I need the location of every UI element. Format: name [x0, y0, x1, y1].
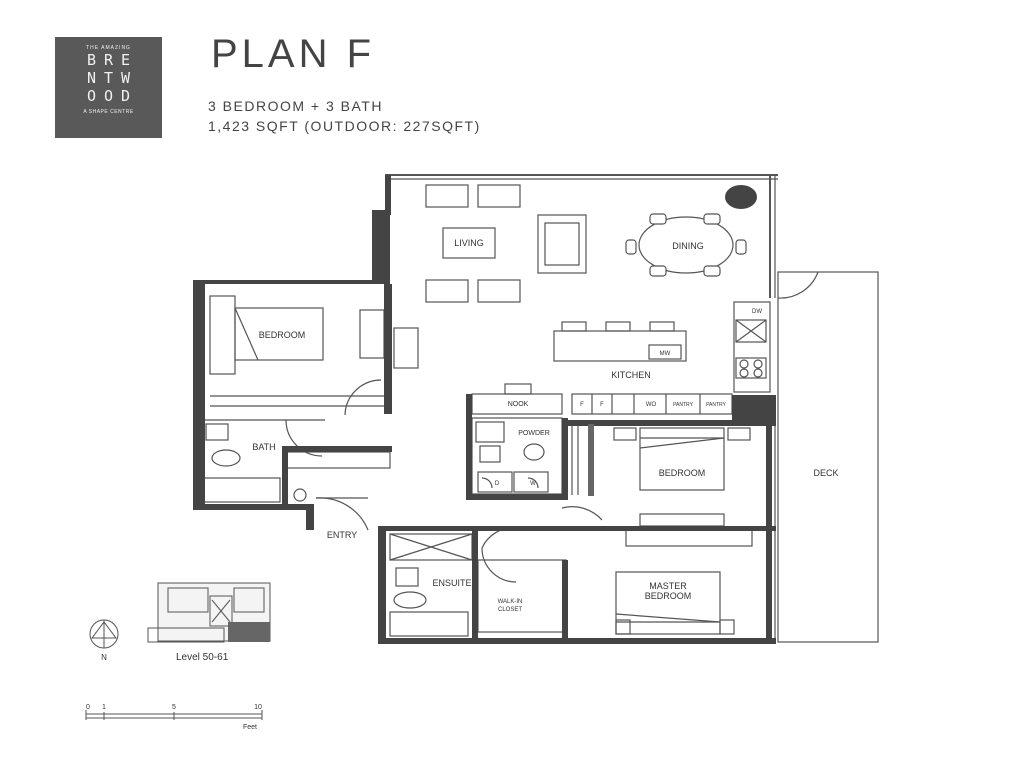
scale-tick: 10: [254, 704, 262, 711]
brand-logo: THE AMAZING BRE NTW OOD A SHAPE CENTRE: [55, 37, 162, 138]
room-label-walkin-closet: CLOSET: [498, 607, 522, 613]
appliance-label-pantry: PANTRY: [706, 402, 726, 408]
logo-subline: A SHAPE CENTRE: [83, 109, 134, 115]
north-label: N: [101, 653, 107, 662]
bed-bath-count: 3 BEDROOM + 3 BATH: [208, 98, 383, 114]
room-label-deck: DECK: [813, 468, 838, 478]
room-label-master-bedroom: MASTER: [649, 581, 687, 591]
appliance-label-washer: W: [530, 481, 536, 487]
appliance-label-dryer: D: [495, 481, 500, 487]
appliance-label-wall-oven: WO: [646, 402, 657, 408]
scale-tick: 5: [172, 704, 176, 711]
room-label-bedroom-east: BEDROOM: [659, 468, 706, 478]
room-label-powder: POWDER: [518, 430, 550, 437]
appliance-label-dishwasher: DW: [752, 309, 762, 315]
room-label-dining: DINING: [672, 241, 704, 251]
logo-tagline: THE AMAZING: [86, 45, 131, 51]
north-arrow-icon: [89, 619, 119, 649]
room-label-kitchen: KITCHEN: [611, 370, 651, 380]
appliance-label-microwave: MW: [660, 351, 671, 357]
room-label-walkin-closet: WALK-IN: [498, 599, 523, 605]
room-label-living: LIVING: [454, 238, 484, 248]
appliance-label-pantry: PANTRY: [673, 402, 693, 408]
appliance-label-fridge: F: [580, 402, 584, 408]
square-footage: 1,423 SQFT (OUTDOOR: 227SQFT): [208, 118, 481, 134]
logo-word-line: NTW: [86, 69, 139, 87]
room-label-nook: NOOK: [508, 401, 529, 408]
logo-word-line: BRE: [86, 51, 139, 69]
key-plan-label: Level 50-61: [176, 652, 229, 663]
room-label-bath: BATH: [252, 442, 275, 452]
scale-bar: [85, 710, 263, 720]
appliance-label-freezer: F: [600, 402, 604, 408]
plan-title: PLAN F: [211, 32, 376, 76]
scale-unit: Feet: [243, 724, 257, 731]
room-label-ensuite: ENSUITE: [432, 578, 471, 588]
room-label-master-bedroom: BEDROOM: [645, 591, 692, 601]
scale-tick: 1: [102, 704, 106, 711]
room-label-entry: ENTRY: [327, 530, 357, 540]
logo-word-line: OOD: [86, 87, 139, 105]
room-label-bedroom-west: BEDROOM: [259, 330, 306, 340]
key-plan: [147, 582, 271, 643]
scale-tick: 0: [86, 704, 90, 711]
